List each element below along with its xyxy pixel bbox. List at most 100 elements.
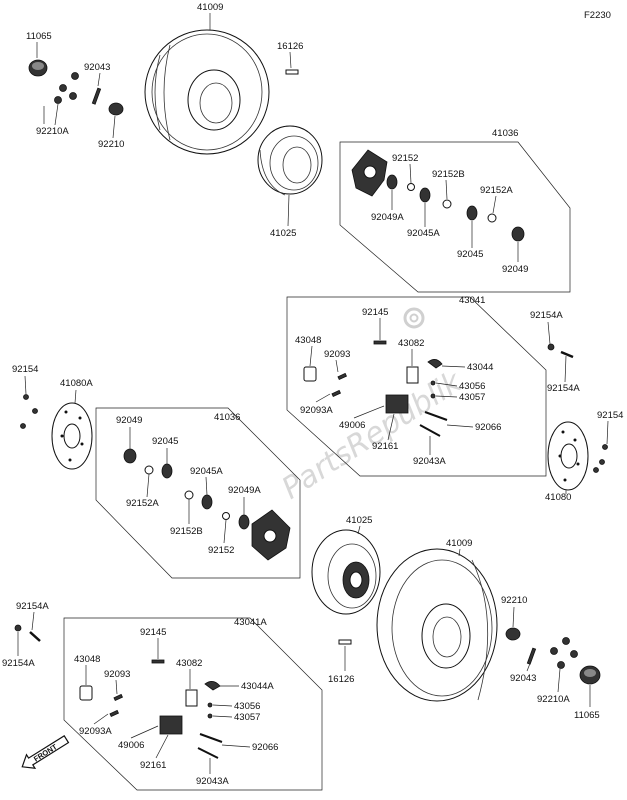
bolt-92154-right-c	[593, 467, 599, 473]
label-43056-lower: 43056	[234, 701, 260, 712]
rim-lower	[311, 529, 381, 615]
spring-92093a-top	[331, 389, 342, 398]
hub-box-top	[339, 141, 571, 293]
label-92152-lower: 92152	[208, 545, 234, 556]
cotter-pin-top	[91, 87, 102, 105]
cotter-pin-lower	[526, 647, 537, 665]
label-92154-right: 92154	[597, 410, 623, 421]
pin-92043a-top	[419, 424, 441, 437]
label-43056-top: 43056	[459, 381, 485, 392]
label-92049a-top: 92049A	[371, 212, 404, 223]
collar-92152-top	[407, 183, 415, 191]
bolt-43056-top	[430, 380, 436, 386]
bolt-92154a-left-b	[29, 631, 41, 642]
label-92045a-top: 92045A	[407, 228, 440, 239]
pin-92043a-lower	[197, 747, 219, 759]
label-92161-top: 92161	[372, 441, 398, 452]
bracket-43044a	[204, 681, 221, 691]
label-92093-top: 92093	[324, 349, 350, 360]
label-92154a-left-1: 92154A	[16, 601, 49, 612]
label-49006-top: 49006	[339, 420, 365, 431]
pin-92066-lower	[199, 733, 223, 743]
label-43041a: 43041A	[234, 617, 267, 628]
bearing-92045a-lower	[201, 494, 213, 510]
label-92066-lower: 92066	[252, 742, 278, 753]
pin-92145-top	[373, 340, 387, 345]
bolt-92154-left-c	[20, 423, 26, 429]
label-41080: 41080	[545, 492, 571, 503]
label-92049a-lower: 92049A	[228, 485, 261, 496]
caliper-box-lower	[63, 617, 323, 791]
label-11065-top: 11065	[26, 31, 52, 42]
pin-92066-top	[424, 411, 448, 421]
rim-top	[257, 125, 323, 196]
front-direction-arrow-icon: FRONT	[21, 735, 70, 770]
caliper-box-top	[286, 296, 547, 477]
label-43048-top: 43048	[295, 335, 321, 346]
castle-nut-92210-lower	[505, 627, 521, 641]
label-92093-lower: 92093	[104, 669, 130, 680]
label-92152a-top: 92152A	[480, 185, 513, 196]
tire-top	[144, 29, 270, 155]
collar-92152a-top	[487, 213, 497, 223]
label-92154-left: 92154	[12, 364, 38, 375]
pad-43048-lower	[79, 685, 93, 701]
front-label: FRONT	[32, 742, 59, 764]
label-92210-lower: 92210	[501, 595, 527, 606]
label-92045a-lower: 92045A	[190, 466, 223, 477]
watermark: PartsRepublik	[276, 364, 470, 507]
pin-92145-lower	[151, 659, 165, 664]
collar-92152b-top	[442, 199, 452, 209]
label-92152a-lower: 92152A	[126, 498, 159, 509]
valve-16126-lower	[338, 639, 352, 645]
spring-92093-lower	[113, 693, 124, 702]
label-92045-top: 92045	[457, 249, 483, 260]
caliper-49006-top	[385, 394, 409, 414]
castle-nut-92210-top	[108, 102, 124, 116]
watermark-gear-icon	[403, 307, 425, 329]
hub-top	[351, 149, 388, 197]
bolt-43057-top	[430, 393, 436, 399]
bearing-92045-top	[466, 205, 478, 221]
label-92093a-top: 92093A	[300, 405, 333, 416]
label-16126-lower: 16126	[328, 674, 354, 685]
bolt-92154-right-a	[602, 444, 608, 450]
bolt-92154-left-a	[23, 394, 29, 400]
bearing-92045-lower	[161, 463, 173, 479]
label-92154a-right-2: 92154A	[547, 383, 580, 394]
label-43057-top: 43057	[459, 392, 485, 403]
label-43044a: 43044A	[241, 681, 274, 692]
cap-nut-11065-lower	[579, 665, 601, 685]
hub-box-lower	[95, 407, 301, 579]
brake-disc-41080a	[51, 402, 93, 470]
figure-code: F2230	[584, 10, 611, 21]
brake-disc-41080	[547, 421, 589, 491]
spring-92093a-lower	[109, 709, 120, 718]
label-41025-lower: 41025	[346, 515, 372, 526]
label-92154a-left-2: 92154A	[2, 658, 35, 669]
label-92043a-lower: 92043A	[196, 776, 229, 787]
label-43041: 43041	[459, 295, 485, 306]
label-41036-top: 41036	[492, 128, 518, 139]
label-49006-lower: 49006	[118, 740, 144, 751]
bolt-92154-left-b	[32, 408, 38, 414]
label-92043a-top: 92043A	[413, 456, 446, 467]
label-92210-top: 92210	[98, 139, 124, 150]
pad-43082-lower	[185, 689, 198, 707]
collar-92152b-lower	[184, 490, 194, 500]
bracket-43044-top	[427, 359, 443, 369]
label-92152-top: 92152	[392, 153, 418, 164]
tire-lower	[376, 548, 498, 702]
label-92049-top: 92049	[502, 264, 528, 275]
caliper-49006-lower	[159, 715, 183, 735]
label-92145-lower: 92145	[140, 627, 166, 638]
label-41025-top: 41025	[270, 228, 296, 239]
label-92093a-lower: 92093A	[79, 726, 112, 737]
label-41009-lower: 41009	[446, 538, 472, 549]
label-43048-lower: 43048	[74, 654, 100, 665]
bolt-43056-lower	[207, 702, 213, 708]
bearing-92049a-lower	[238, 514, 250, 530]
bolt-92154a-right-a	[547, 343, 555, 351]
label-41009-top: 41009	[197, 2, 223, 13]
